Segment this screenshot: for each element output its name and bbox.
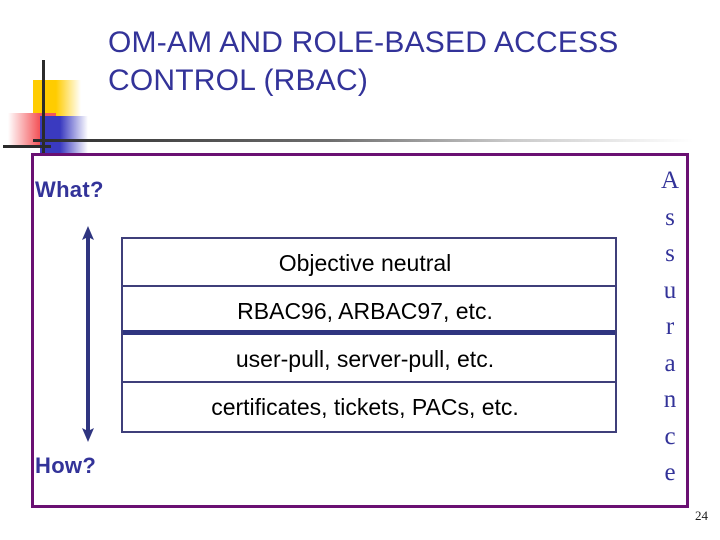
corner-logo [0,60,120,170]
layers-table: Objective neutral RBAC96, ARBAC97, etc. … [121,237,617,433]
assurance-letter: u [663,276,677,304]
double-headed-vertical-arrow-icon [77,226,99,442]
label-how: How? [35,453,97,478]
table-row: RBAC96, ARBAC97, etc. [123,287,615,335]
assurance-letter: n [663,386,677,413]
assurance-letter: s [665,240,675,267]
assurance-letter: s [665,203,675,231]
assurance-letter: e [664,459,676,486]
assurance-vertical-label: A s s u r a n c e [648,163,692,492]
logo-blue-square [40,116,88,160]
table-row: Objective neutral [123,239,615,287]
label-what: What? [35,177,104,202]
page-number: 24 [695,508,708,523]
assurance-letter: c [664,422,676,450]
table-row: user-pull, server-pull, etc. [123,335,615,383]
logo-horizontal-rule-stub [3,145,51,148]
assurance-letter: a [664,349,676,377]
assurance-letter: A [660,167,680,194]
table-row: certificates, tickets, PACs, etc. [211,394,519,420]
slide-title: OM-AM AND ROLE-BASED ACCESS CONTROL (RBA… [108,26,619,97]
logo-vertical-rule [42,60,45,170]
title-underline [33,139,693,142]
assurance-letter: r [665,313,675,340]
